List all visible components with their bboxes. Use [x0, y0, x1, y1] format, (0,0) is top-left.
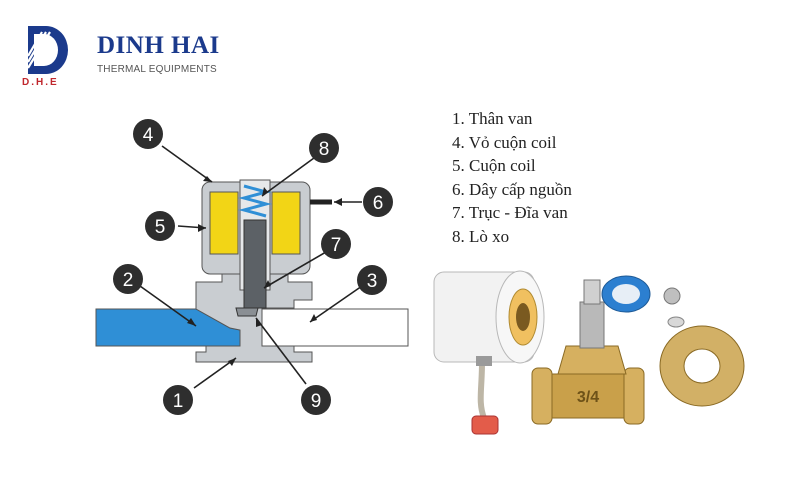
- legend-item: 6. Dây cấp nguồn: [452, 179, 572, 199]
- valve-body: [195, 273, 313, 363]
- callout-7: 7: [321, 229, 351, 259]
- callout-5-label: 5: [155, 217, 166, 238]
- callout-8: 8: [309, 133, 339, 163]
- callout-6: 6: [363, 187, 393, 217]
- coil-cable: [477, 361, 487, 420]
- brand-name: DINH HAI: [97, 32, 220, 59]
- legend-item: 8. Lò xo: [452, 226, 510, 246]
- coil-right: [271, 191, 301, 255]
- dhe-logo-icon: D.H.E: [22, 26, 68, 86]
- callout-3-label: 3: [367, 271, 378, 292]
- washer-part: [667, 316, 685, 328]
- legend-item: 4. Vỏ cuộn coil: [452, 132, 557, 152]
- logo-letters: D.H.E: [22, 77, 59, 86]
- valve-size-marking: 3/4: [577, 389, 599, 406]
- callout-2-label: 2: [123, 270, 134, 291]
- brand-tagline: THERMAL EQUIPMENTS: [97, 64, 217, 75]
- callout-9-label: 9: [311, 391, 322, 412]
- callout-4-label: 4: [143, 125, 154, 146]
- diaphragm-part: [601, 275, 651, 313]
- parts-legend: 1. Thân van 4. Vỏ cuộn coil 5. Cuộn coil…: [452, 107, 572, 249]
- legend-item: 7. Trục - Đĩa van: [452, 203, 568, 223]
- disassembled-valve-photo: 3/4: [433, 270, 745, 435]
- coil-left: [209, 191, 239, 255]
- callout-5: 5: [145, 211, 175, 241]
- plunger: [243, 219, 267, 309]
- callout-6-label: 6: [373, 193, 384, 214]
- callout-8-label: 8: [319, 139, 330, 160]
- callout-3: 3: [357, 265, 387, 295]
- brass-valve-body: 3/4: [531, 279, 645, 425]
- callout-2: 2: [113, 264, 143, 294]
- legend-item: 1. Thân van: [452, 109, 533, 128]
- nut-part: [663, 287, 681, 305]
- callout-4: 4: [133, 119, 163, 149]
- callout-9: 9: [301, 385, 331, 415]
- callout-1: 1: [163, 385, 193, 415]
- cable-connector: [471, 415, 499, 435]
- spring: [238, 184, 272, 218]
- flange-disc-part: [659, 325, 745, 407]
- callout-7-label: 7: [331, 235, 342, 256]
- callout-1-label: 1: [173, 391, 184, 412]
- coil-housing-part: [433, 270, 545, 364]
- outlet-pipe: [261, 308, 409, 347]
- valve-seat: [235, 307, 259, 317]
- valve-cross-section-diagram: 4 8 5 6 7 2 3 1 9: [95, 119, 409, 415]
- legend-item: 5. Cuộn coil: [452, 156, 536, 176]
